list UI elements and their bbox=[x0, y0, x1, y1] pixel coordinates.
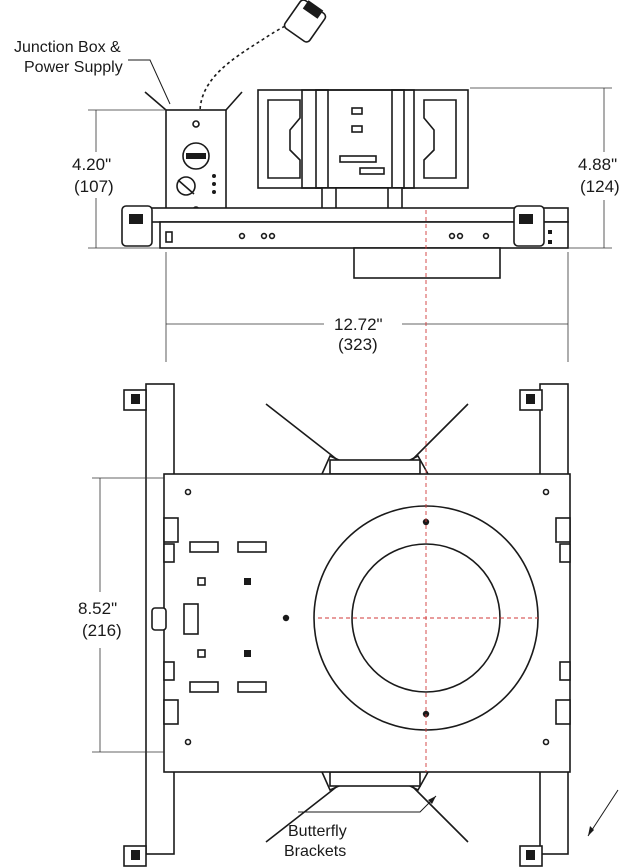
text-labels: Junction Box & Power Supply 4.20" (107) … bbox=[14, 39, 620, 860]
junction-box-label-line1: Junction Box & bbox=[14, 39, 121, 56]
overall-height-mm: (124) bbox=[580, 177, 620, 196]
butterfly-brackets bbox=[265, 403, 469, 843]
depth-inches: 8.52" bbox=[78, 599, 117, 618]
overall-height-inches: 4.88" bbox=[578, 155, 617, 174]
width-inches: 12.72" bbox=[334, 315, 383, 334]
dimension-lines-side bbox=[88, 59, 612, 362]
depth-mm: (216) bbox=[82, 621, 122, 640]
side-view bbox=[88, 0, 612, 362]
width-mm: (323) bbox=[338, 335, 378, 354]
dimension-lines-top bbox=[92, 477, 619, 837]
butterfly-label-line2: Brackets bbox=[284, 843, 346, 860]
jbox-height-inches: 4.20" bbox=[72, 155, 111, 174]
centerlines bbox=[318, 210, 538, 772]
flex-conduit bbox=[197, 0, 327, 113]
jbox-height-mm: (107) bbox=[74, 177, 114, 196]
butterfly-label-line1: Butterfly bbox=[288, 823, 347, 840]
top-view bbox=[92, 210, 619, 867]
junction-box-label-line2: Power Supply bbox=[24, 59, 123, 76]
mounting-rail bbox=[121, 205, 569, 279]
junction-box bbox=[144, 91, 243, 221]
